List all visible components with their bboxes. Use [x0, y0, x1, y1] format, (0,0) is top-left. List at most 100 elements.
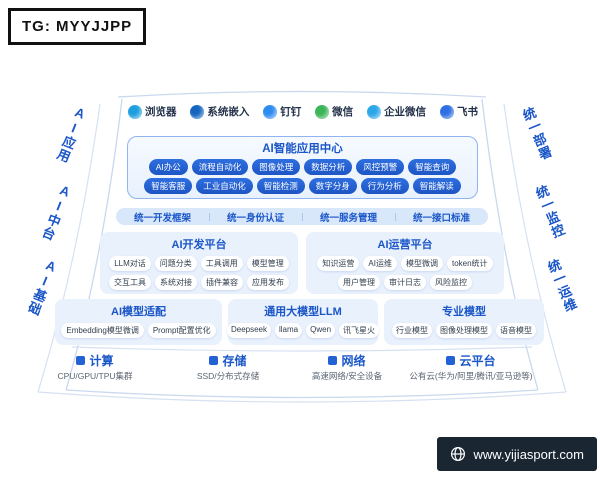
- model-pill: 语音模型: [496, 323, 536, 338]
- channel-system-embed: 系统嵌入: [190, 104, 249, 119]
- pro-models-row: 行业模型 图像处理模型 语音模型: [384, 323, 544, 338]
- general-llm-title: 通用大模型LLM: [264, 306, 342, 318]
- app-button: 行为分析: [360, 178, 409, 194]
- site-watermark: www.yijiasport.com: [437, 437, 597, 471]
- channel-feishu: 飞书: [439, 104, 478, 119]
- platform-pill: 系统对接: [155, 275, 197, 290]
- platform-pill: AI运维: [363, 256, 397, 271]
- channels-row: 浏览器 系统嵌入 钉钉 微信 企业微信 飞书: [128, 104, 478, 119]
- app-center-title: AI智能应用中心: [262, 143, 343, 155]
- channel-dingtalk: 钉钉: [263, 104, 301, 119]
- cloud-icon: [446, 356, 456, 365]
- system-embed-icon: [190, 104, 205, 119]
- channel-label: 微信: [332, 106, 354, 118]
- app-button: 图像处理: [252, 159, 301, 175]
- ops-platform-title: AI运营平台: [377, 239, 433, 251]
- channel-wechat: 微信: [315, 104, 353, 119]
- wechat-icon: [315, 104, 330, 119]
- tg-watermark: TG: MYYJJPP: [8, 8, 147, 45]
- app-button: 工业自动化: [196, 178, 253, 194]
- ops-platform-row-2: 用户管理 审计日志 风险监控: [306, 275, 504, 290]
- model-pill: Qwen: [306, 323, 336, 338]
- platform-pill: token统计: [446, 256, 493, 271]
- storage-icon: [209, 356, 219, 365]
- unified-cell-dev-framework: 统一开发框架: [133, 212, 191, 224]
- platform-pill: 交互工具: [109, 275, 151, 290]
- unified-cell-identity: 统一身份认证: [209, 210, 302, 224]
- app-button: 流程自动化: [191, 159, 249, 175]
- platform-pill: 插件兼容: [201, 275, 243, 290]
- platform-pill: 知识运营: [317, 256, 360, 271]
- infra-network-label: 网络: [288, 352, 406, 369]
- platform-pill: 用户管理: [338, 275, 380, 290]
- model-pill: 图像处理模型: [436, 323, 492, 338]
- infra-compute: 计算 CPU/GPU/TPU集群: [45, 352, 145, 382]
- platform-pill: 问题分类: [154, 256, 197, 271]
- platform-pill: 应用发布: [247, 275, 289, 290]
- app-button: 智能检测: [256, 178, 305, 194]
- infra-storage: 存储 SSD/分布式存储: [173, 352, 283, 382]
- pro-models-panel: 专业模型 行业模型 图像处理模型 语音模型: [384, 299, 544, 345]
- dev-platform-row-1: LLM对话 问题分类 工具调用 模型管理: [100, 256, 298, 271]
- compute-icon: [76, 356, 86, 365]
- model-adapt-panel: AI模型适配 Embedding模型微调 Prompt配置优化: [55, 299, 222, 345]
- app-button-row-2: 智能客服 工业自动化 智能检测 数字分身 行为分析 智能解读: [128, 178, 477, 194]
- infra-label-text: 计算: [89, 354, 114, 368]
- infra-cloud-label: 云平台: [405, 352, 537, 369]
- app-button: AI办公: [148, 159, 188, 175]
- channel-label: 飞书: [456, 106, 478, 118]
- app-center-panel: AI智能应用中心 AI办公 流程自动化 图像处理 数据分析 风控预警 智能查询 …: [127, 136, 478, 199]
- channel-label: 系统嵌入: [207, 106, 250, 118]
- unified-bar: 统一开发框架 统一身份认证 统一服务管理 统一接口标准: [116, 208, 488, 225]
- app-button: 智能解读: [412, 178, 461, 194]
- network-icon: [328, 356, 338, 365]
- model-pill: llama: [275, 323, 303, 338]
- app-button: 数据分析: [304, 159, 353, 175]
- app-button: 智能查询: [408, 159, 457, 175]
- unified-cell-service: 统一服务管理: [302, 210, 395, 224]
- dingtalk-icon: [263, 104, 278, 119]
- channel-wecom: 企业微信: [367, 104, 426, 119]
- model-adapt-row: Embedding模型微调 Prompt配置优化: [55, 323, 222, 338]
- model-adapt-title: AI模型适配: [111, 306, 166, 318]
- model-pill: Deepseek: [226, 323, 271, 338]
- dev-platform-title: AI开发平台: [171, 239, 227, 251]
- infra-label-text: 云平台: [459, 354, 496, 368]
- app-button: 智能客服: [144, 178, 193, 194]
- dev-platform-row-2: 交互工具 系统对接 插件兼容 应用发布: [100, 275, 298, 290]
- app-button: 数字分身: [308, 178, 357, 194]
- channel-label: 企业微信: [384, 106, 427, 118]
- ops-platform-panel: AI运营平台 知识运营 AI运维 模型微调 token统计 用户管理 审计日志 …: [306, 232, 504, 294]
- unified-cell-interface: 统一接口标准: [395, 210, 488, 224]
- site-url: www.yijiasport.com: [473, 446, 584, 462]
- platform-pill: 模型管理: [246, 256, 289, 271]
- ops-platform-row-1: 知识运营 AI运维 模型微调 token统计: [306, 256, 504, 271]
- model-pill: 行业模型: [392, 323, 432, 338]
- model-pill: Embedding模型微调: [61, 323, 144, 338]
- infra-cloud-desc: 公有云(华为/阿里/腾讯/亚马逊等): [409, 371, 533, 381]
- infra-network: 网络 高速网络/安全设备: [288, 352, 406, 382]
- app-button-row-1: AI办公 流程自动化 图像处理 数据分析 风控预警 智能查询: [128, 159, 477, 175]
- app-button: 风控预警: [356, 159, 405, 175]
- infra-label-text: 存储: [222, 354, 247, 368]
- channel-browser: 浏览器: [128, 104, 177, 119]
- infra-network-desc: 高速网络/安全设备: [311, 371, 383, 381]
- infra-compute-desc: CPU/GPU/TPU集群: [57, 371, 133, 381]
- platform-pill: 风险监控: [430, 275, 472, 290]
- infra-label-text: 网络: [341, 354, 366, 368]
- channel-label: 钉钉: [280, 106, 302, 118]
- wecom-icon: [367, 104, 382, 119]
- channel-label: 浏览器: [145, 106, 177, 118]
- general-llm-row: Deepseek llama Qwen 讯飞星火: [226, 323, 380, 338]
- platform-pill: 工具调用: [200, 256, 243, 271]
- general-llm-panel: 通用大模型LLM Deepseek llama Qwen 讯飞星火: [226, 299, 380, 345]
- browser-icon: [128, 104, 142, 119]
- model-pill: 讯飞星火: [339, 323, 380, 338]
- model-pill: Prompt配置优化: [147, 323, 216, 338]
- infra-storage-label: 存储: [173, 352, 283, 369]
- pro-models-title: 专业模型: [442, 306, 486, 318]
- infra-storage-desc: SSD/分布式存储: [196, 371, 260, 381]
- globe-icon: [451, 446, 466, 462]
